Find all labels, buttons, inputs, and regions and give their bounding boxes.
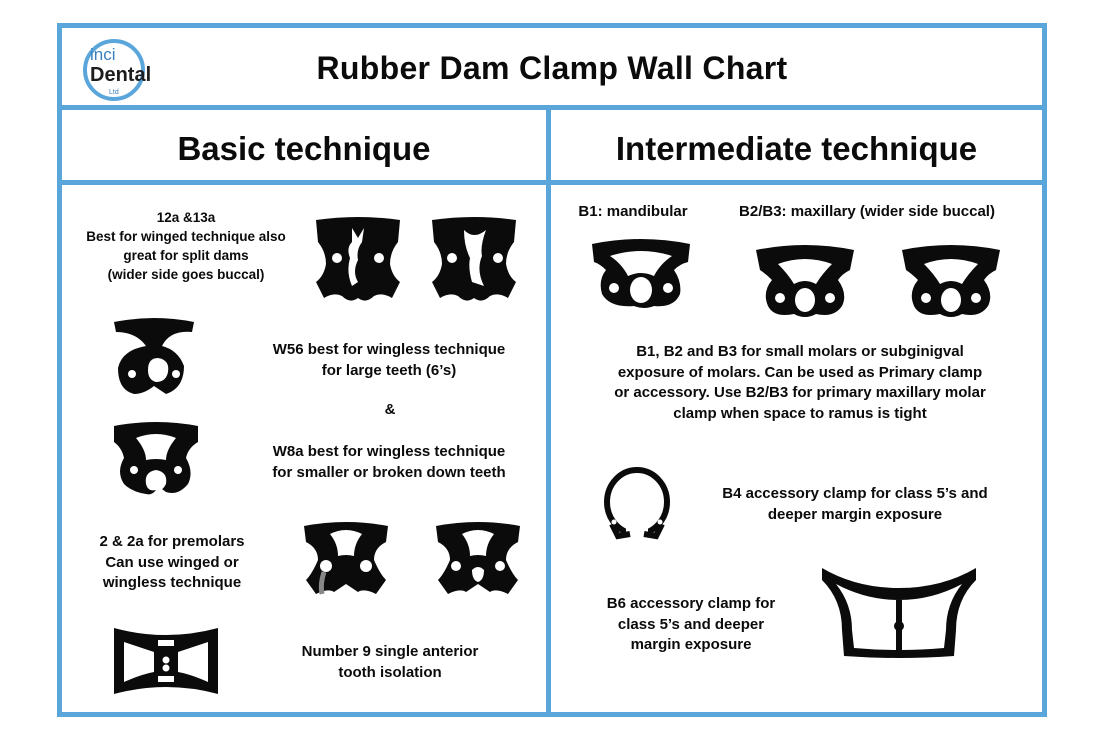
heading-divider (57, 180, 1047, 185)
clamp-b4-icon (604, 467, 670, 540)
text-line: B1, B2 and B3 for small molars or subgin… (636, 343, 964, 360)
title-divider (57, 105, 1047, 110)
inci-dental-logo: inci Dental Ltd (82, 38, 172, 104)
clamp-b1-icon (592, 239, 690, 308)
clamp-12a-icon (316, 217, 400, 301)
text-line: tooth isolation (338, 663, 442, 681)
clamp-b6-description: B6 accessory clamp for class 5’s and dee… (576, 594, 806, 656)
text-line: B6 accessory clamp for (606, 595, 776, 612)
text-line: Best for winged technique also (86, 229, 286, 244)
logo-text-ltd: Ltd (109, 89, 119, 96)
text-line: Number 9 single anterior (301, 643, 479, 660)
clamp-b3-icon (902, 245, 1000, 317)
text-line: B4 accessory clamp for class 5’s and (722, 485, 988, 502)
clamp-b2-icon (756, 245, 854, 317)
page-title: Rubber Dam Clamp Wall Chart (316, 50, 788, 86)
text-line: Can use winged or (105, 553, 239, 571)
clamp-b4-description: B4 accessory clamp for class 5’s and dee… (690, 484, 1020, 525)
column-divider (546, 109, 551, 717)
text-line: margin exposure (630, 636, 752, 653)
text-line: for large teeth (6’s) (321, 361, 457, 379)
text-line: W56 best for wingless technique (272, 341, 506, 358)
clamp-13a-icon (432, 217, 516, 301)
chart-frame (57, 23, 1047, 717)
clamp-12a-13a-description: 12a &13a Best for winged technique also … (66, 208, 306, 284)
logo-text-inci: inci (90, 45, 116, 64)
text-line: or accessory. Use B2/B3 for primary maxi… (614, 384, 986, 401)
text-line: class 5’s and deeper (617, 615, 765, 633)
text-line: for smaller or broken down teeth (272, 463, 506, 481)
clamp-9-description: Number 9 single anterior tooth isolation (270, 642, 510, 683)
text-line: clamp when space to ramus is tight (673, 404, 927, 422)
text-line: 12a &13a (156, 210, 216, 225)
text-line: exposure of molars. Can be used as Prima… (617, 363, 983, 381)
b2-b3-maxillary-label: B2/B3: maxillary (wider side buccal) (739, 203, 995, 220)
text-line: (wider side goes buccal) (107, 267, 265, 282)
logo-text-dental: Dental (90, 64, 151, 86)
clamp-w8a-icon (114, 422, 198, 495)
clamp-w56-icon (114, 318, 194, 394)
text-line: 2 & 2a for premolars (99, 533, 245, 550)
text-line: deeper margin exposure (767, 505, 943, 523)
clamp-2-2a-description: 2 & 2a for premolars Can use winged or w… (72, 532, 272, 594)
clamp-2a-icon (436, 522, 520, 594)
ampersand-text: & (384, 401, 396, 418)
text-line: W8a best for wingless technique (272, 443, 506, 460)
clamp-2-icon (304, 522, 388, 595)
clamp-w8a-description: W8a best for wingless technique for smal… (236, 442, 542, 483)
text-line: wingless technique (102, 574, 242, 591)
b1-mandibular-label: B1: mandibular (578, 203, 688, 220)
b1-b2-b3-description: B1, B2 and B3 for small molars or subgin… (570, 342, 1030, 424)
clamp-w56-description: W56 best for wingless technique for larg… (236, 340, 542, 381)
clamp-b6-icon (822, 568, 976, 658)
intermediate-technique-heading: Intermediate technique (615, 130, 978, 167)
basic-technique-heading: Basic technique (177, 130, 431, 167)
text-line: great for split dams (123, 248, 249, 263)
clamp-9-icon (114, 628, 218, 694)
